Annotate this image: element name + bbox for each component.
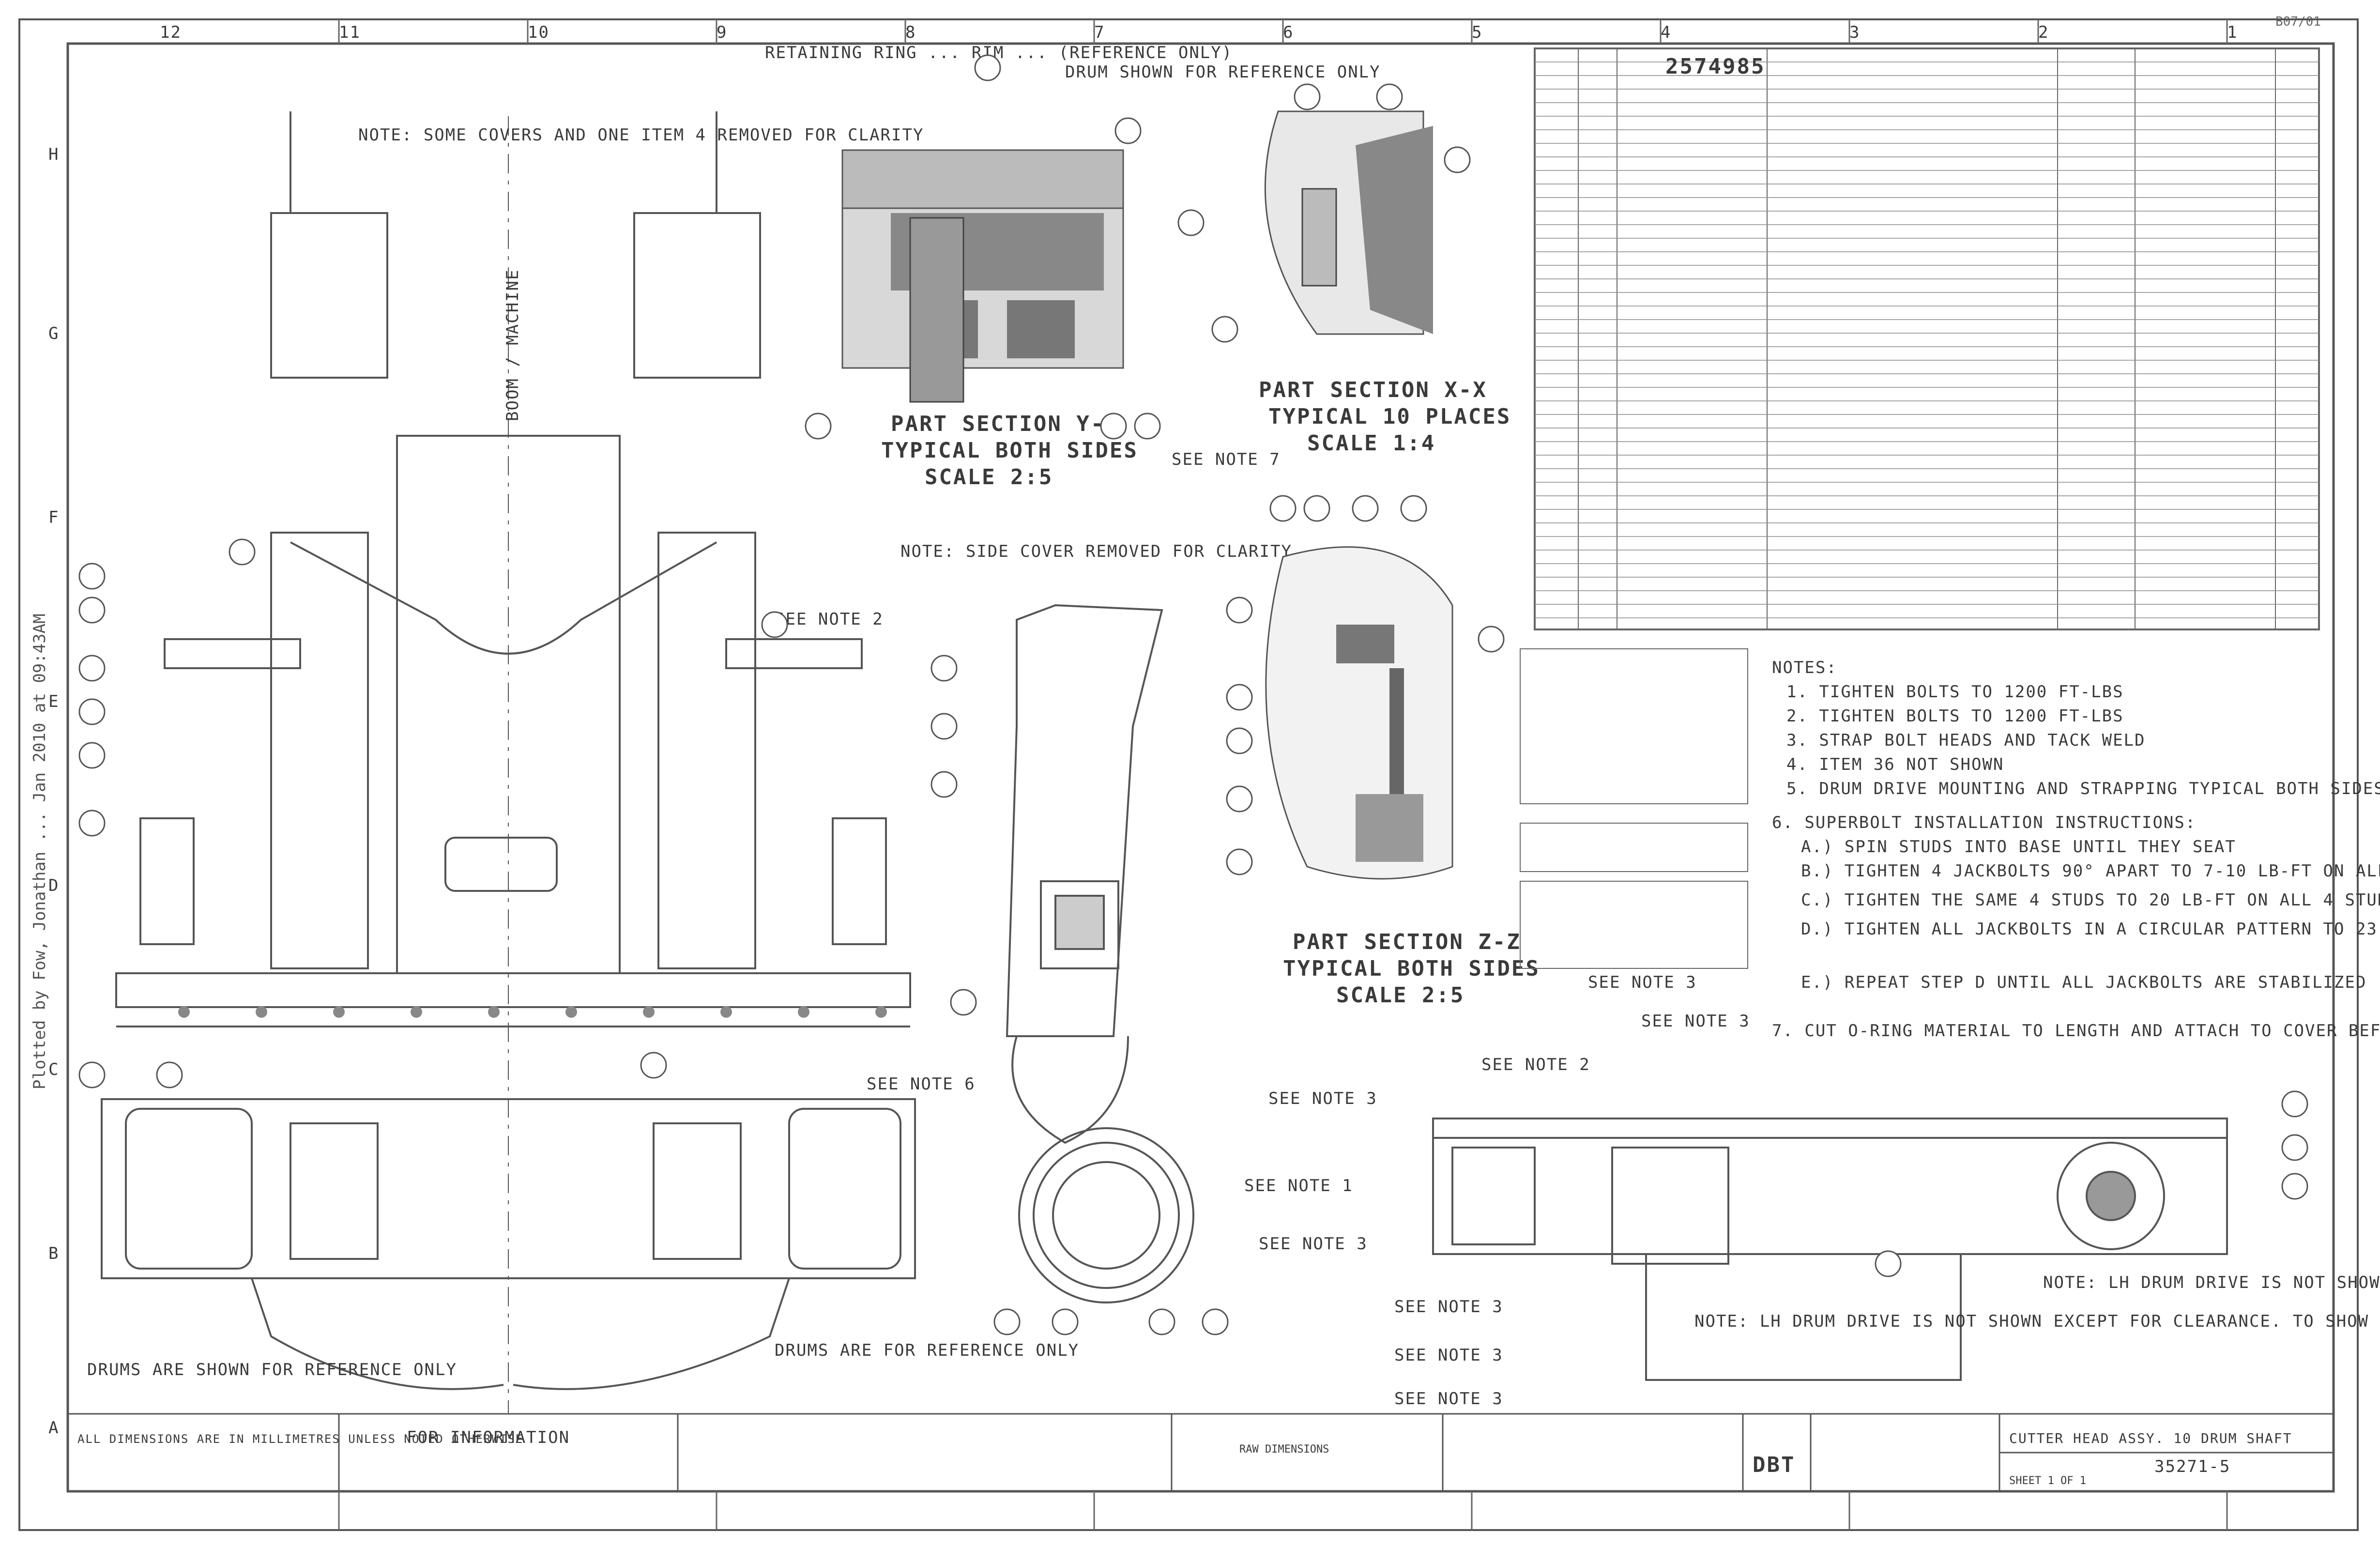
lh-drum-note: NOTE: LH DRUM DRIVE IS NOT SHOWN EXCEPT … bbox=[1694, 1312, 2380, 1331]
col-5: 5 bbox=[1472, 23, 1482, 42]
col-8: 8 bbox=[905, 23, 916, 42]
svg-text:3. STRAP BOLT HEADS AND TACK W: 3. STRAP BOLT HEADS AND TACK WELD bbox=[1786, 731, 2146, 750]
side-view bbox=[1006, 604, 1194, 1303]
section-x-x-caption: PART SECTION X-X TYPICAL 10 PLACES SCALE… bbox=[1259, 378, 1511, 456]
svg-text:SEE NOTE 3: SEE NOTE 3 bbox=[1394, 1346, 1503, 1365]
svg-text:SEE NOTE 3: SEE NOTE 3 bbox=[1394, 1389, 1503, 1409]
svg-text:SEE NOTE 7: SEE NOTE 7 bbox=[1172, 450, 1281, 469]
bom-drawing-number: 2574985 bbox=[1665, 54, 1765, 79]
svg-text:SCALE 2:5: SCALE 2:5 bbox=[1336, 983, 1465, 1008]
svg-text:TYPICAL BOTH SIDES: TYPICAL BOTH SIDES bbox=[1283, 956, 1540, 981]
svg-text:5. DRUM DRIVE MOUNTING AND STR: 5. DRUM DRIVE MOUNTING AND STRAPPING TYP… bbox=[1786, 779, 2380, 798]
svg-text:SEE NOTE 6: SEE NOTE 6 bbox=[867, 1074, 976, 1094]
drawing-number: 35271-5 bbox=[2154, 1457, 2230, 1476]
notes-heading: NOTES: bbox=[1772, 658, 1837, 677]
svg-text:SEE NOTE 3: SEE NOTE 3 bbox=[1259, 1234, 1368, 1254]
outer-border bbox=[18, 18, 2359, 1531]
svg-text:C.) TIGHTEN THE SAME 4 STUDS T: C.) TIGHTEN THE SAME 4 STUDS TO 20 LB-FT… bbox=[1801, 890, 2380, 910]
svg-text:TYPICAL 10 PLACES: TYPICAL 10 PLACES bbox=[1268, 404, 1511, 429]
see-note-labels: SEE NOTE 2 SEE NOTE 6 SEE NOTE 7 SEE NOT… bbox=[775, 450, 1750, 1409]
border-ticks bbox=[338, 19, 2228, 1530]
svg-text:PART SECTION Y-Y: PART SECTION Y-Y bbox=[891, 412, 1119, 436]
svg-text:7. CUT O-RING MATERIAL TO LENG: 7. CUT O-RING MATERIAL TO LENGTH AND ATT… bbox=[1772, 1021, 2380, 1041]
boom-label: BOOM / MACHINE bbox=[503, 269, 522, 421]
col-4: 4 bbox=[1661, 23, 1671, 42]
svg-text:6. SUPERBOLT INSTALLATION INST: 6. SUPERBOLT INSTALLATION INSTRUCTIONS: bbox=[1772, 813, 2196, 832]
column-numbers: 12 11 10 9 8 7 6 5 4 3 2 1 bbox=[160, 23, 2238, 42]
company-logo: DBT bbox=[1753, 1453, 1795, 1477]
col-1: 1 bbox=[2227, 23, 2238, 42]
svg-text:C: C bbox=[48, 1060, 59, 1079]
svg-text:TYPICAL BOTH SIDES: TYPICAL BOTH SIDES bbox=[881, 438, 1138, 463]
col-12: 12 bbox=[160, 23, 182, 42]
col-3: 3 bbox=[1849, 23, 1860, 42]
svg-text:G: G bbox=[48, 324, 59, 343]
for-information: FOR INFORMATION bbox=[407, 1428, 570, 1447]
drum-ref-note: DRUM SHOWN FOR REFERENCE ONLY bbox=[1065, 62, 1381, 82]
main-assembly-view bbox=[101, 111, 916, 1414]
svg-text:A.) SPIN STUDS INTO BASE UNTIL: A.) SPIN STUDS INTO BASE UNTIL THEY SEAT bbox=[1801, 837, 2236, 857]
col-10: 10 bbox=[528, 23, 549, 42]
row-letters: H G F E D C B A bbox=[48, 145, 59, 1438]
main-bolts bbox=[178, 1006, 887, 1018]
balloon bbox=[974, 54, 1001, 81]
svg-text:4. ITEM 36 NOT SHOWN: 4. ITEM 36 NOT SHOWN bbox=[1786, 755, 2004, 774]
svg-text:SEE NOTE 3: SEE NOTE 3 bbox=[1588, 973, 1697, 992]
svg-text:B: B bbox=[48, 1244, 59, 1263]
svg-text:SEE NOTE 1: SEE NOTE 1 bbox=[1244, 1176, 1353, 1195]
svg-text:E.) REPEAT STEP D UNTIL ALL JA: E.) REPEAT STEP D UNTIL ALL JACKBOLTS AR… bbox=[1801, 973, 2380, 992]
spec-boxes bbox=[1520, 648, 1748, 969]
raw-dimensions: RAW DIMENSIONS bbox=[1239, 1443, 1329, 1455]
section-z-z-view bbox=[1265, 546, 1453, 880]
title-block bbox=[68, 1413, 2334, 1491]
col-9: 9 bbox=[717, 23, 727, 42]
retaining-ring-note: RETAINING RING ... RIM ... (REFERENCE ON… bbox=[765, 43, 1233, 62]
svg-text:PART SECTION X-X: PART SECTION X-X bbox=[1259, 378, 1487, 402]
side-cover-note: NOTE: SIDE COVER REMOVED FOR CLARITY bbox=[900, 542, 1292, 561]
svg-text:SEE NOTE 3: SEE NOTE 3 bbox=[1641, 1011, 1750, 1031]
inner-border bbox=[66, 42, 2335, 1493]
svg-text:SEE NOTE 2: SEE NOTE 2 bbox=[1481, 1055, 1590, 1074]
col-7: 7 bbox=[1094, 23, 1105, 42]
section-x-x-view bbox=[1264, 110, 1433, 335]
svg-text:SEE NOTE 2: SEE NOTE 2 bbox=[775, 610, 884, 629]
bom-rows bbox=[1535, 61, 2319, 618]
svg-text:SCALE 2:5: SCALE 2:5 bbox=[925, 465, 1053, 490]
bill-of-materials bbox=[1534, 47, 2320, 630]
cover-note: NOTE: SOME COVERS AND ONE ITEM 4 REMOVED… bbox=[358, 125, 924, 145]
dims-note: ALL DIMENSIONS ARE IN MILLIMETRES UNLESS… bbox=[77, 1432, 523, 1446]
lh-drum-note-2: NOTE: LH DRUM DRIVE IS NOT SHOWN SO KEY … bbox=[2043, 1273, 2380, 1292]
svg-text:E: E bbox=[48, 692, 59, 711]
svg-text:D: D bbox=[48, 876, 59, 895]
svg-text:SEE NOTE 3: SEE NOTE 3 bbox=[1268, 1089, 1377, 1108]
drawing-title: CUTTER HEAD ASSY. 10 DRUM SHAFT bbox=[2009, 1430, 2292, 1446]
svg-text:B.) TIGHTEN 4 JACKBOLTS 90° AP: B.) TIGHTEN 4 JACKBOLTS 90° APART TO 7-1… bbox=[1801, 861, 2380, 881]
col-11: 11 bbox=[339, 23, 361, 42]
sheet-number: SHEET 1 OF 1 bbox=[2009, 1475, 2086, 1487]
top-right-code: B07/01 bbox=[2275, 15, 2321, 29]
drums-ref-center: DRUMS ARE FOR REFERENCE ONLY bbox=[775, 1341, 1079, 1360]
section-z-z-caption: PART SECTION Z-Z TYPICAL BOTH SIDES SCAL… bbox=[1283, 930, 1540, 1008]
general-notes: NOTES: 1. TIGHTEN BOLTS TO 1200 FT-LBS 2… bbox=[1772, 658, 2380, 1041]
col-2: 2 bbox=[2038, 23, 2049, 42]
svg-text:H: H bbox=[48, 145, 59, 164]
svg-text:SCALE 1:4: SCALE 1:4 bbox=[1307, 431, 1435, 456]
svg-text:2. TIGHTEN BOLTS TO 1200 FT-LB: 2. TIGHTEN BOLTS TO 1200 FT-LBS bbox=[1786, 706, 2124, 726]
col-6: 6 bbox=[1283, 23, 1294, 42]
section-y-y-caption: PART SECTION Y-Y TYPICAL BOTH SIDES SCAL… bbox=[881, 412, 1138, 490]
svg-text:A: A bbox=[48, 1418, 59, 1438]
svg-text:F: F bbox=[48, 508, 59, 527]
svg-text:SEE NOTE 3: SEE NOTE 3 bbox=[1394, 1297, 1503, 1317]
svg-text:D.) TIGHTEN ALL JACKBOLTS IN A: D.) TIGHTEN ALL JACKBOLTS IN A CIRCULAR … bbox=[1801, 919, 2380, 939]
section-y-y-view bbox=[841, 149, 1124, 403]
svg-text:1. TIGHTEN BOLTS TO 1200 FT-LB: 1. TIGHTEN BOLTS TO 1200 FT-LBS bbox=[1786, 682, 2124, 702]
top-view bbox=[1432, 1118, 2228, 1381]
drums-ref-left: DRUMS ARE SHOWN FOR REFERENCE ONLY bbox=[87, 1360, 457, 1379]
item-balloons bbox=[78, 54, 2308, 1335]
svg-text:PART SECTION Z-Z: PART SECTION Z-Z bbox=[1293, 930, 1521, 954]
